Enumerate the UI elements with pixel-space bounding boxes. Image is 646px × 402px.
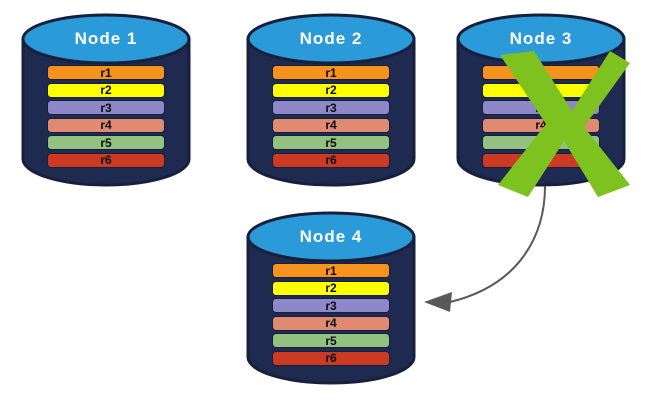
data-row-label: r4	[100, 118, 112, 132]
data-row-label: r6	[535, 153, 547, 167]
data-row: r1	[47, 65, 165, 80]
data-row: r6	[272, 152, 390, 168]
data-row: r1	[272, 263, 390, 278]
data-row-label: r6	[325, 153, 337, 167]
row-list-4: r1 r2 r3 r4 r5 r6	[246, 263, 416, 368]
data-row: r2	[47, 82, 165, 98]
data-row: r1	[482, 65, 600, 80]
row-list-2: r1 r2 r3 r4 r5 r6	[246, 65, 416, 170]
data-row-label: r6	[100, 153, 112, 167]
data-row-label: r1	[325, 263, 337, 278]
data-row: r1	[272, 65, 390, 80]
data-row: r3	[272, 100, 390, 115]
data-row: r5	[272, 333, 390, 348]
data-row-label: r2	[100, 83, 112, 97]
data-row-label: r5	[325, 135, 337, 150]
data-row: r5	[272, 135, 390, 150]
data-row: r3	[272, 298, 390, 313]
data-row-label: r4	[325, 118, 337, 132]
data-row: r6	[482, 152, 600, 168]
data-row: r6	[272, 350, 390, 366]
data-row: r6	[47, 152, 165, 168]
data-row-label: r5	[325, 333, 337, 348]
data-row-label: r5	[535, 135, 547, 150]
data-row: r4	[482, 117, 600, 133]
data-row: r4	[272, 315, 390, 331]
data-row-label: r2	[325, 281, 337, 295]
data-row: r3	[47, 100, 165, 115]
data-row-label: r6	[325, 351, 337, 365]
data-row-label: r2	[535, 83, 547, 97]
data-row: r2	[272, 82, 390, 98]
data-row-label: r1	[325, 65, 337, 80]
row-list-3: r1 r2 r3 r4 r5 r6	[456, 65, 626, 170]
data-row: r2	[482, 82, 600, 98]
data-row-label: r4	[325, 316, 337, 330]
data-row-label: r5	[100, 135, 112, 150]
data-row-label: r2	[325, 83, 337, 97]
row-list-1: r1 r2 r3 r4 r5 r6	[21, 65, 191, 170]
data-row-label: r4	[535, 118, 547, 132]
data-row-label: r3	[100, 100, 112, 115]
data-row: r2	[272, 280, 390, 296]
data-row-label: r3	[535, 100, 547, 115]
data-row: r4	[272, 117, 390, 133]
data-row-label: r3	[325, 100, 337, 115]
data-row: r3	[482, 100, 600, 115]
data-row-label: r3	[325, 298, 337, 313]
data-row-label: r1	[100, 65, 112, 80]
data-row: r5	[482, 135, 600, 150]
data-row: r4	[47, 117, 165, 133]
data-row-label: r1	[535, 65, 547, 80]
data-row: r5	[47, 135, 165, 150]
